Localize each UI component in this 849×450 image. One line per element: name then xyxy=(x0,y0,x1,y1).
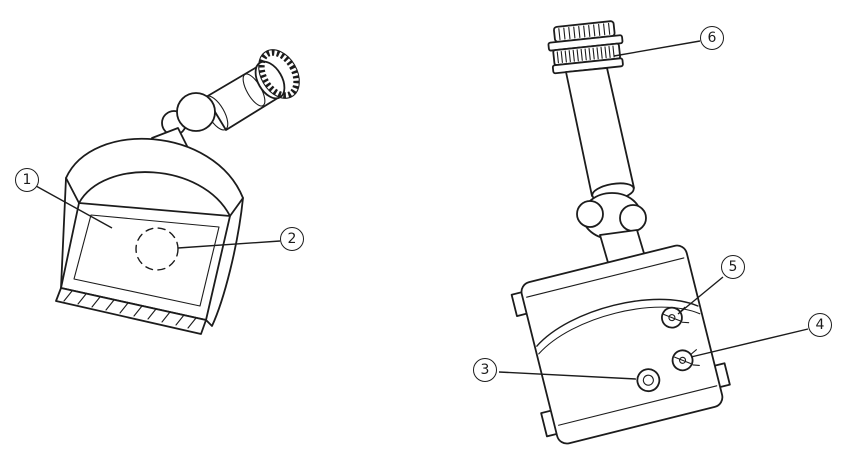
callout-5: 5 xyxy=(721,255,745,279)
callout-3: 3 xyxy=(473,358,497,382)
clevis-ear-left xyxy=(576,200,604,228)
leader-line-6 xyxy=(613,40,701,57)
body-outline xyxy=(520,244,724,445)
lip-hatching xyxy=(63,290,197,329)
adjustment-knob-lower xyxy=(671,349,700,372)
stem xyxy=(565,67,635,197)
callout-2: 2 xyxy=(280,227,304,251)
leader-line-2 xyxy=(177,240,281,249)
knurled-ring xyxy=(258,49,300,99)
right-side-edge xyxy=(205,197,244,327)
adjustment-knob-upper xyxy=(661,306,690,329)
callout-1: 1 xyxy=(15,168,39,192)
rear-view xyxy=(510,20,731,445)
base-seam xyxy=(558,385,718,426)
threaded-connector xyxy=(547,20,624,75)
dashed-detection-zone xyxy=(135,227,179,271)
photocell xyxy=(636,368,661,393)
top-seam xyxy=(526,257,685,298)
leader-line-1 xyxy=(35,185,113,229)
ball-joint xyxy=(176,92,216,132)
callout-6: 6 xyxy=(700,26,724,50)
clevis-ear-right xyxy=(619,204,647,232)
leader-line-3 xyxy=(498,371,637,380)
knurl-lines-top xyxy=(558,22,611,41)
leader-lines xyxy=(35,40,809,380)
leader-line-4 xyxy=(690,328,809,358)
hood-arc-outer xyxy=(536,298,699,347)
sensor-body-rear xyxy=(510,244,731,445)
sensor-head-front xyxy=(55,137,244,335)
left-side-edge xyxy=(60,177,67,289)
lens-window xyxy=(73,214,220,307)
callout-4: 4 xyxy=(808,313,832,337)
leader-line-5 xyxy=(677,276,724,315)
front-view xyxy=(55,49,300,335)
bottom-lip xyxy=(55,287,207,335)
knurled-ring-outline xyxy=(258,49,300,99)
knurl-lines-lower xyxy=(556,45,615,64)
